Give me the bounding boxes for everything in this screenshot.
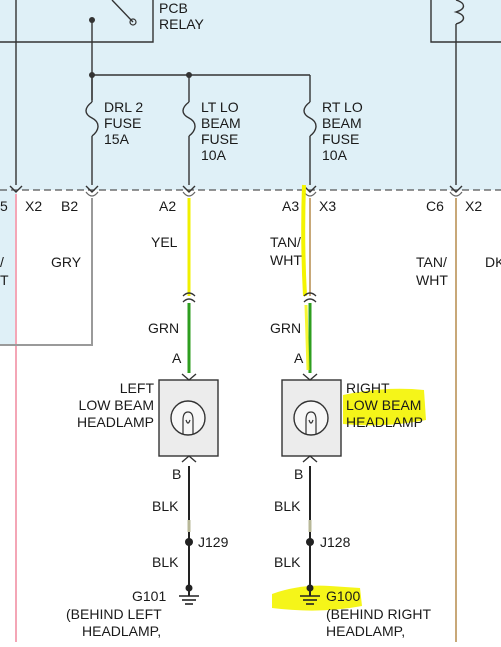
connector-c6-pin [449, 185, 463, 193]
inline-connector-left-top [182, 292, 196, 297]
wire-label-tan-wht-1: TAN/ [270, 234, 301, 250]
left-headlamp-label-2: LOW BEAM [78, 397, 154, 413]
ground-label-g101: G101 [132, 588, 167, 604]
fuse-rt-label-2: BEAM [322, 115, 362, 131]
connector-label-a3: A3 [282, 198, 300, 214]
right-relay-coil [453, 0, 465, 25]
connector-a3-pin [303, 185, 317, 193]
fuse-block-background [0, 0, 501, 190]
ground-g100-location-2: HEADLAMP, [326, 623, 406, 639]
wire-label-gry: GRY [51, 254, 82, 270]
right-relay-box [430, 0, 501, 43]
inline-connector-right-bottom [303, 298, 317, 303]
connector-label-x2-right: X2 [465, 198, 483, 214]
relay-contact-dot [129, 18, 137, 26]
connector-label-x2: X2 [25, 198, 43, 214]
connector-b2-pin [85, 185, 99, 193]
ground-g100-symbol [300, 584, 320, 605]
fuse-lt-label-2: BEAM [201, 115, 241, 131]
fuse-lt-label-3: FUSE [201, 131, 239, 147]
wire-label-left-fragment-1: / [0, 254, 4, 270]
gry-wire [0, 198, 93, 346]
connector-label-b2: B2 [61, 198, 79, 214]
splice-j128-dot [306, 538, 314, 546]
connector-label-c6: C6 [426, 198, 444, 214]
fuse-lt-label-4: 10A [201, 147, 226, 163]
pin-label-a-right: A [294, 350, 304, 366]
left-headlamp-label-1: LEFT [119, 380, 154, 396]
wire-label-tan-wht-2: WHT [270, 252, 302, 268]
fuse-rt-label-1: RT LO [322, 99, 363, 115]
wire-label-yel: YEL [151, 234, 178, 250]
fuse-drl2-label-2: FUSE [104, 115, 142, 131]
connector-label-x3: X3 [319, 198, 337, 214]
wire-label-grn-left: GRN [148, 320, 180, 336]
relay-label-line1: PCB [159, 0, 188, 16]
wire-label-tan-wht-right-1: TAN/ [416, 254, 447, 270]
pin-label-b-right: B [294, 466, 304, 482]
wire-label-blk-left-1: BLK [152, 498, 179, 514]
splice-label-j129: J129 [198, 534, 229, 550]
ground-g101-symbol [179, 584, 199, 605]
bus-node-top [89, 17, 95, 23]
ground-g100-location-1: (BEHIND RIGHT [326, 606, 431, 622]
right-headlamp-symbol [281, 373, 342, 463]
fuse-rt-lo-beam [303, 75, 317, 185]
right-headlamp-label-3: HEADLAMP [346, 414, 424, 430]
ground-g101-location-2: HEADLAMP, [82, 623, 162, 639]
inline-connector-left-bottom [182, 298, 196, 303]
fuse-drl2-label-1: DRL 2 [104, 99, 144, 115]
wire-label-dk-fragment: DK [485, 254, 501, 270]
connector-b2-socket [85, 191, 99, 197]
ground-label-g100: G100 [326, 588, 361, 604]
fuse-drl2 [85, 75, 99, 185]
connector-a2-pin [182, 185, 196, 193]
relay-switch-contact [111, 0, 134, 23]
pcb-relay-box [0, 0, 154, 43]
relay-label-line2: RELAY [159, 16, 204, 32]
wire-label-left-fragment-2: T [0, 272, 9, 288]
splice-label-j128: J128 [320, 534, 351, 550]
pin-label-b-left: B [172, 466, 182, 482]
highlight-grn-wire [304, 304, 310, 371]
pin-label-a-left: A [172, 350, 182, 366]
connector-x2-pin [9, 185, 23, 193]
fuse-lt-lo-beam [182, 75, 196, 185]
wire-label-tan-wht-right-2: WHT [416, 272, 448, 288]
highlight-g100 [272, 585, 362, 611]
connector-c6-socket [449, 191, 463, 197]
ground-g101-location-1: (BEHIND LEFT [66, 606, 162, 622]
splice-j129-dot [185, 538, 193, 546]
fuse-lt-label-1: LT LO [201, 99, 239, 115]
wire-label-blk-left-2: BLK [152, 554, 179, 570]
inline-connector-right-top [303, 292, 317, 297]
left-edge-background [0, 190, 17, 345]
right-headlamp-label-1: RIGHT [346, 380, 390, 396]
right-headlamp-label-2: LOW BEAM [346, 397, 422, 413]
wire-label-blk-right-2: BLK [274, 554, 301, 570]
left-headlamp-label-3: HEADLAMP [76, 414, 154, 430]
highlight-tan-wire [301, 184, 307, 297]
highlight-right-headlamp [343, 388, 426, 426]
connector-a2-socket [182, 191, 196, 197]
connector-label-a2: A2 [159, 198, 177, 214]
fuse-drl2-label-3: 15A [104, 131, 129, 147]
wire-label-grn-right: GRN [270, 320, 302, 336]
left-headlamp-symbol [158, 373, 219, 463]
wire-label-blk-right-1: BLK [274, 498, 301, 514]
fuse-rt-label-3: FUSE [322, 131, 360, 147]
connector-label-c5: 5 [0, 198, 8, 214]
fuse-rt-label-4: 10A [322, 147, 347, 163]
